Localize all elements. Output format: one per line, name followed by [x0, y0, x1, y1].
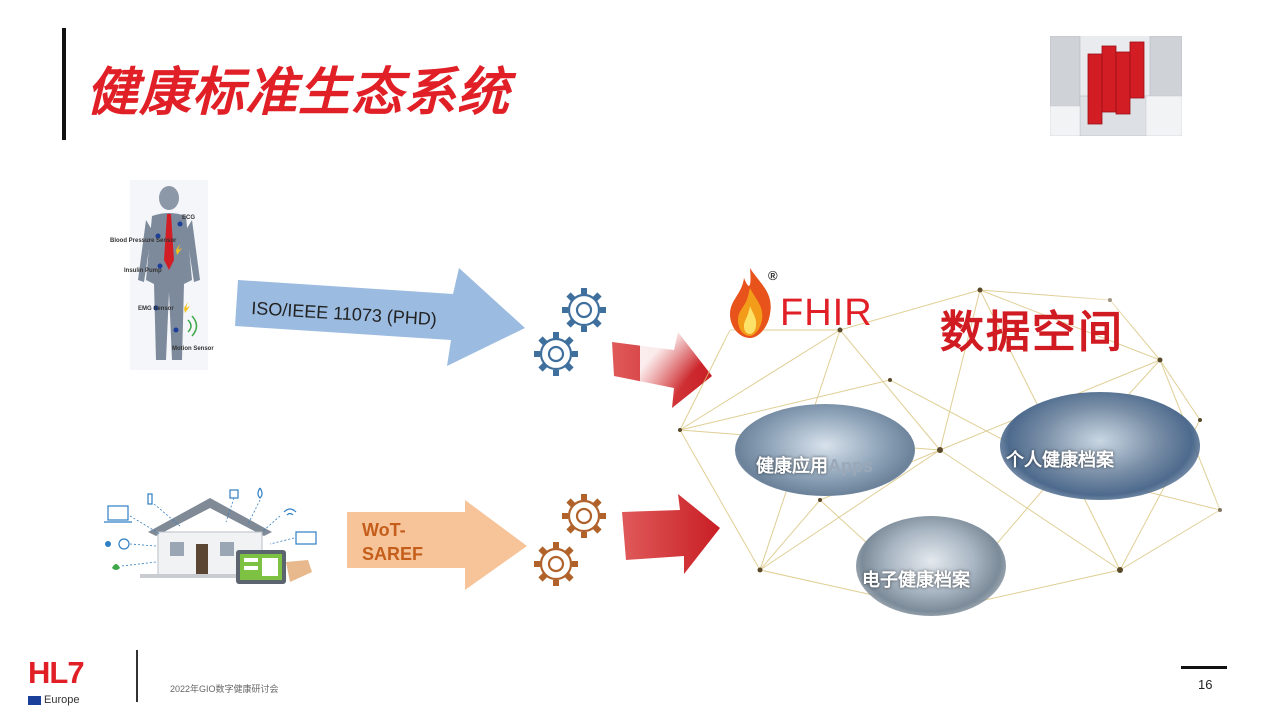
ehr-label: 电子健康档案 — [862, 570, 970, 590]
smart-home-image — [104, 487, 317, 584]
ehr-image — [856, 516, 1006, 616]
puzzle-image — [1050, 36, 1182, 136]
sensor-label-motion: Motion Sensor — [172, 346, 214, 352]
gears-brown-icon — [534, 494, 606, 586]
fhir-logo-text: FHIR — [780, 292, 873, 334]
health-apps-label-cn: 健康应用 — [756, 456, 828, 476]
page-number: 16 — [1198, 677, 1213, 692]
hl7-europe-text: Europe — [44, 694, 80, 706]
gears-blue-icon — [534, 288, 606, 376]
footer-divider — [136, 650, 138, 702]
phd-arrow — [235, 268, 525, 366]
page-number-rule — [1181, 666, 1227, 669]
fhir-flame-icon — [730, 268, 771, 338]
wot-arrow-label: WoT- SAREF — [362, 520, 424, 564]
personal-health-record-image — [1000, 392, 1200, 500]
red-arrow-bottom — [622, 494, 720, 574]
eu-flag-icon — [28, 696, 41, 705]
data-space-heading: 数据空间 — [940, 308, 1124, 357]
fhir-registered-mark: ® — [768, 268, 778, 283]
health-apps-label-suffix: Apps — [828, 456, 873, 476]
wot-arrow — [347, 500, 527, 590]
personal-health-record-label: 个人健康档案 — [1006, 450, 1114, 470]
hl7-logo: HL7 — [28, 655, 85, 690]
sensor-label-insulin-pump: Insulin Pump — [124, 268, 162, 274]
slide-title: 健康标准生态系统 — [86, 64, 511, 122]
health-apps-label: 健康应用Apps — [756, 452, 873, 478]
body-sensor-image — [130, 180, 208, 370]
sensor-label-ecg: ECG — [182, 215, 196, 221]
title-accent-bar — [62, 28, 66, 140]
sensor-label-emg: EMG Sensor — [138, 306, 174, 312]
sensor-label-blood-pressure: Blood Pressure Sensor — [110, 238, 177, 244]
footer-event-text: 2022年GIO数字健康研讨会 — [170, 684, 279, 694]
health-apps-image — [735, 404, 915, 496]
